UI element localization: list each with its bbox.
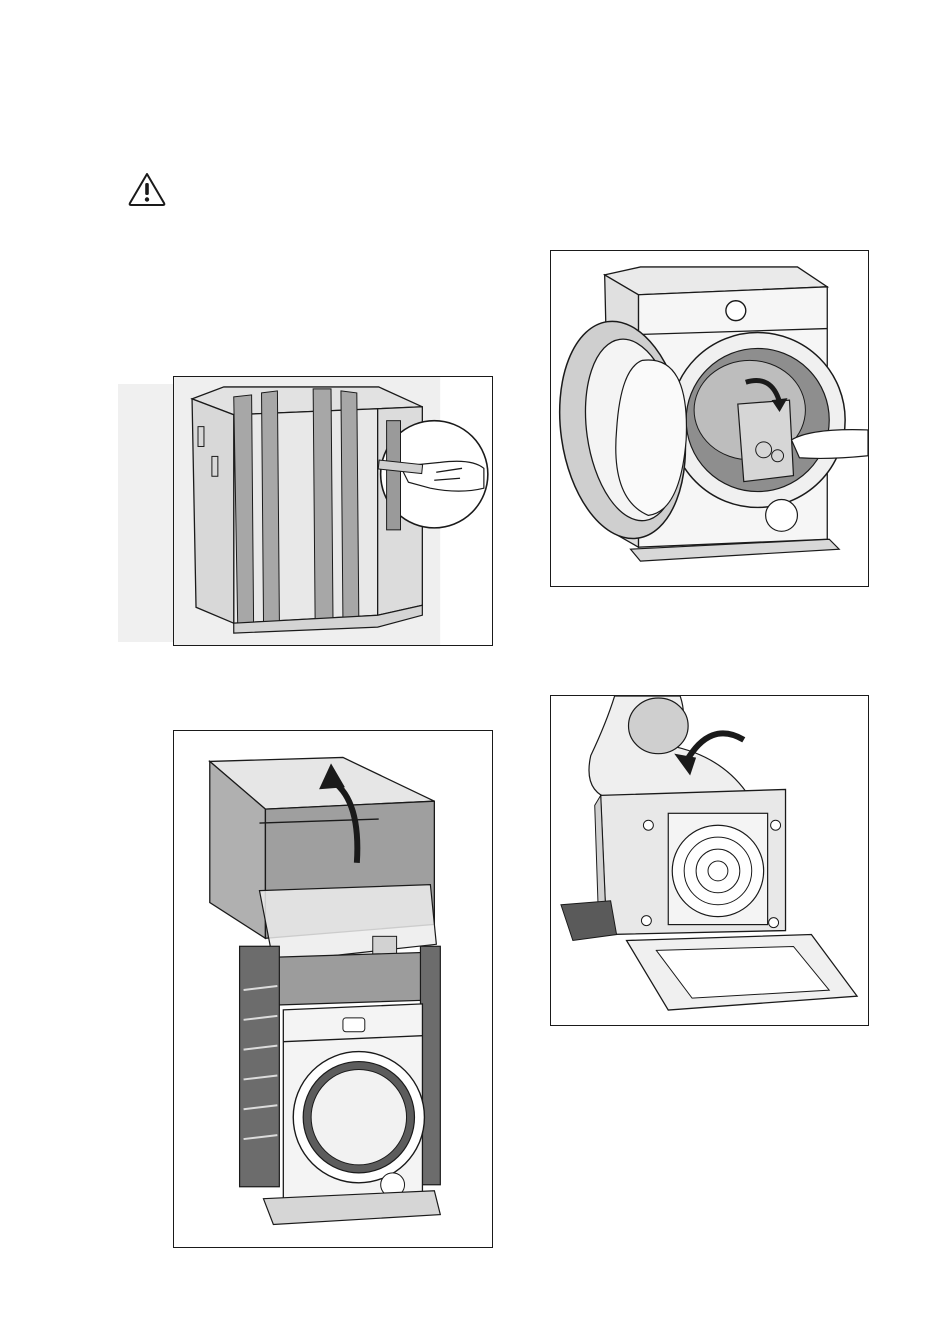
figure-cut-straps: [173, 376, 493, 646]
carton-lift-arrow-illustration: [174, 731, 492, 1247]
box-with-straps-and-cutter-illustration: [174, 377, 492, 645]
figure-tilt-machine: [550, 695, 869, 1026]
gray-side-strip: [118, 384, 174, 642]
figure-remove-polystyrene: [550, 250, 869, 587]
person-tilting-washer-illustration: [551, 696, 868, 1025]
washer-door-open-hand-illustration: [551, 251, 868, 586]
figure-lift-carton: [173, 730, 493, 1248]
warning-triangle-icon: [127, 171, 167, 207]
